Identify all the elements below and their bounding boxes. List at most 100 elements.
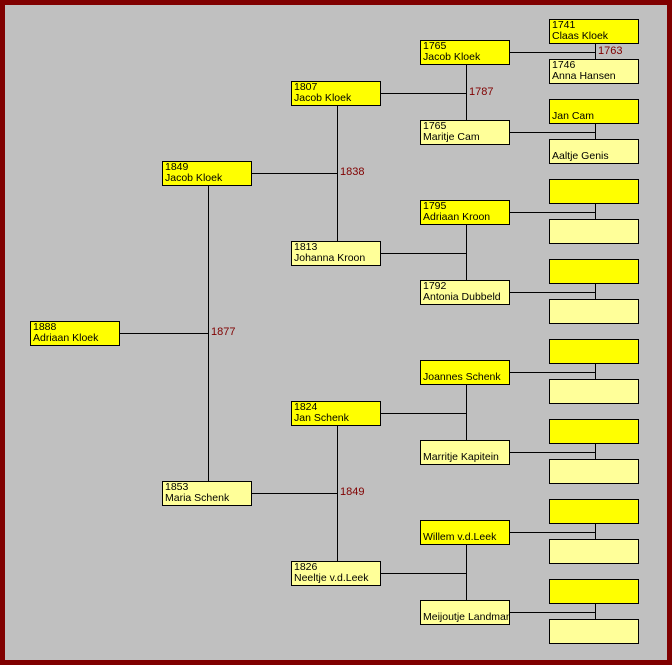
person-year: 1792 bbox=[423, 280, 447, 292]
connector-line bbox=[118, 333, 208, 334]
person-box[interactable]: Marritje Kapitein bbox=[420, 440, 510, 465]
person-name: Jacob Kloek bbox=[165, 172, 223, 184]
connector-line bbox=[466, 65, 467, 120]
person-year bbox=[552, 380, 638, 391]
connector-line bbox=[466, 385, 467, 440]
connector-line bbox=[250, 173, 337, 174]
person-year: 1826 bbox=[294, 561, 318, 573]
person-year: 1824 bbox=[294, 401, 318, 413]
person-box[interactable] bbox=[549, 539, 639, 564]
person-name bbox=[552, 631, 638, 642]
connector-line bbox=[337, 426, 338, 561]
marriage-year: 1849 bbox=[340, 486, 365, 498]
person-name: Johanna Kroon bbox=[294, 252, 366, 264]
connector-line bbox=[508, 532, 595, 533]
connector-line bbox=[379, 253, 466, 254]
person-name bbox=[552, 231, 638, 242]
person-name: Maritje Cam bbox=[423, 131, 480, 143]
person-year: 1849 bbox=[165, 161, 189, 173]
person-box[interactable]: Aaltje Genis bbox=[549, 139, 639, 164]
connector-line bbox=[595, 124, 596, 139]
person-name: Jan Schenk bbox=[294, 412, 349, 424]
person-name: Neeltje v.d.Leek bbox=[294, 572, 369, 584]
person-year bbox=[552, 300, 638, 311]
person-year bbox=[552, 580, 638, 591]
person-year bbox=[552, 180, 638, 191]
person-box[interactable] bbox=[549, 219, 639, 244]
person-year: 1765 bbox=[423, 40, 447, 52]
person-box[interactable] bbox=[549, 579, 639, 604]
connector-line bbox=[379, 413, 466, 414]
connector-line bbox=[508, 612, 595, 613]
connector-line bbox=[208, 186, 209, 481]
connector-line bbox=[595, 604, 596, 619]
connector-line bbox=[379, 573, 466, 574]
connector-line bbox=[466, 225, 467, 280]
person-box[interactable] bbox=[549, 299, 639, 324]
person-year bbox=[552, 540, 638, 551]
person-year bbox=[552, 500, 638, 511]
person-year bbox=[552, 260, 638, 271]
person-name: Anna Hansen bbox=[552, 70, 616, 82]
person-box[interactable] bbox=[549, 499, 639, 524]
person-name: Jacob Kloek bbox=[423, 51, 481, 63]
person-year bbox=[552, 460, 638, 471]
person-name: Jan Cam bbox=[552, 110, 595, 122]
person-name: Claas Kloek bbox=[552, 30, 609, 42]
person-name bbox=[552, 471, 638, 482]
person-box[interactable] bbox=[549, 259, 639, 284]
connector-line bbox=[508, 52, 595, 53]
person-box[interactable]: Jan Cam bbox=[549, 99, 639, 124]
person-year: 1807 bbox=[294, 81, 318, 93]
person-year: 1888 bbox=[33, 321, 57, 333]
person-box[interactable] bbox=[549, 179, 639, 204]
person-name: Aaltje Genis bbox=[552, 150, 609, 162]
person-name bbox=[552, 351, 638, 362]
person-name: Willem v.d.Leek bbox=[423, 531, 497, 543]
person-box[interactable]: Joannes Schenk bbox=[420, 360, 510, 385]
person-name: Adriaan Kroon bbox=[423, 211, 491, 223]
person-box[interactable] bbox=[549, 459, 639, 484]
person-year: 1853 bbox=[165, 481, 189, 493]
person-name bbox=[552, 191, 638, 202]
person-name bbox=[552, 591, 638, 602]
connector-line bbox=[379, 93, 466, 94]
marriage-year: 1838 bbox=[340, 166, 365, 178]
connector-line bbox=[508, 372, 595, 373]
person-year: 1795 bbox=[423, 200, 447, 212]
connector-line bbox=[250, 493, 337, 494]
person-box[interactable] bbox=[549, 379, 639, 404]
connector-line bbox=[337, 106, 338, 241]
person-box[interactable] bbox=[549, 339, 639, 364]
connector-line bbox=[466, 545, 467, 600]
person-box[interactable]: Willem v.d.Leek bbox=[420, 520, 510, 545]
connector-line bbox=[508, 292, 595, 293]
person-year bbox=[552, 340, 638, 351]
person-box[interactable] bbox=[549, 419, 639, 444]
connector-line bbox=[595, 204, 596, 219]
person-year: 1813 bbox=[294, 241, 318, 253]
person-name: Jacob Kloek bbox=[294, 92, 352, 104]
connector-line bbox=[595, 444, 596, 459]
person-box[interactable] bbox=[549, 619, 639, 644]
person-name: Joannes Schenk bbox=[423, 371, 501, 383]
connector-line bbox=[508, 212, 595, 213]
connector-line bbox=[508, 452, 595, 453]
person-year bbox=[552, 620, 638, 631]
person-name bbox=[552, 551, 638, 562]
person-box[interactable]: Meijoutje Landman bbox=[420, 600, 510, 625]
